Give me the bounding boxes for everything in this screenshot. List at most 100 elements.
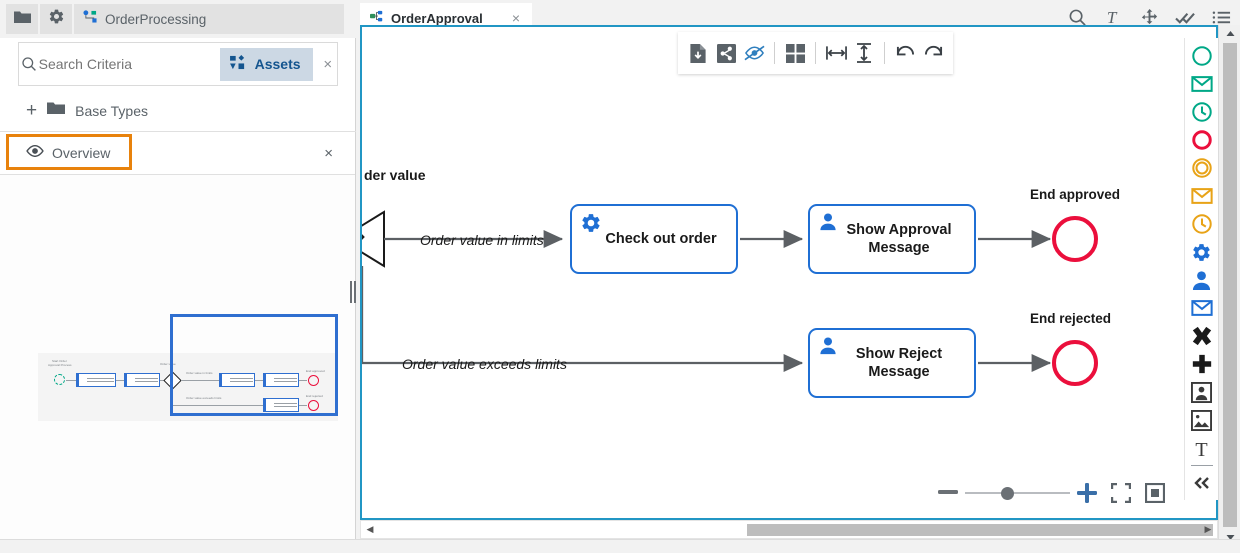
text-format-icon[interactable]: T — [1102, 4, 1124, 30]
scroll-right-arrow[interactable]: ▶ — [1204, 524, 1212, 534]
minimap-label: Approval Process — [48, 363, 72, 367]
project-icon — [83, 10, 98, 28]
bpmn-diagram — [362, 210, 1052, 372]
element-palette: T — [1184, 38, 1218, 500]
folder-button[interactable] — [6, 4, 38, 34]
minimap-task — [219, 373, 255, 387]
undo-icon[interactable] — [891, 37, 919, 69]
zoom-in-button[interactable] — [1070, 478, 1104, 508]
minimap-label: Order value — [160, 362, 176, 366]
zoom-slider-handle[interactable] — [1001, 487, 1014, 500]
diagram-canvas-container[interactable]: der value Order value in limits Order va… — [360, 25, 1218, 520]
horizontal-scrollbar[interactable]: ◀ ▶ — [360, 520, 1218, 539]
minimap[interactable]: Start Order Approval Process Order value — [38, 353, 338, 421]
end-event-label-rejected: End rejected — [1030, 311, 1112, 326]
project-tab[interactable]: OrderProcessing — [74, 4, 344, 34]
collapse-palette-icon[interactable] — [1187, 469, 1217, 497]
eye-icon — [26, 144, 44, 162]
start-message-event-icon[interactable] — [1187, 70, 1217, 98]
minimap-label: Start Order — [52, 359, 67, 363]
task-label: Check out order — [605, 231, 717, 247]
minimap-task — [124, 373, 160, 387]
distribute-vertical-icon[interactable] — [850, 37, 878, 69]
end-event-label-approved: End approved — [1030, 187, 1121, 202]
project-tab-label: OrderProcessing — [105, 11, 207, 27]
validate-icon[interactable] — [1174, 4, 1196, 30]
minimap-flow — [299, 380, 307, 381]
distribute-horizontal-icon[interactable] — [822, 37, 850, 69]
minimap-task — [76, 373, 116, 387]
send-task-icon[interactable] — [1187, 294, 1217, 322]
add-base-type-icon[interactable]: + — [26, 100, 38, 121]
service-task-icon[interactable] — [1187, 238, 1217, 266]
pool-icon[interactable] — [1187, 378, 1217, 406]
search-input[interactable] — [38, 56, 220, 72]
exclusive-gateway-icon[interactable] — [1187, 322, 1217, 350]
end-event-rejected[interactable] — [1052, 340, 1098, 386]
horizontal-scroll-thumb[interactable] — [747, 524, 1213, 536]
assets-button-label: Assets — [254, 56, 301, 72]
image-icon[interactable] — [1187, 406, 1217, 434]
task-check-out-order[interactable]: Check out order — [570, 204, 738, 274]
end-event-icon[interactable] — [1187, 126, 1217, 154]
minimap-end-event — [308, 375, 319, 386]
share-icon[interactable] — [712, 37, 740, 69]
left-panel: Assets × + Base Types Overview × Start O… — [0, 38, 356, 553]
close-icon[interactable]: × — [511, 10, 520, 26]
fit-screen-icon[interactable] — [1104, 478, 1138, 508]
actual-size-icon[interactable] — [1138, 478, 1172, 508]
intermediate-message-event-icon[interactable] — [1187, 182, 1217, 210]
zoom-controls — [931, 478, 1172, 508]
settings-button[interactable] — [40, 4, 72, 34]
flow-label-in-limits: Order value in limits — [420, 232, 544, 248]
scroll-up-arrow[interactable] — [1219, 25, 1240, 41]
export-file-icon[interactable] — [684, 37, 712, 69]
assets-filter-button[interactable]: Assets — [219, 47, 313, 81]
diagram-canvas[interactable]: der value Order value in limits Order va… — [362, 27, 1216, 518]
scroll-left-arrow[interactable]: ◀ — [366, 524, 374, 534]
minimap-label: End approved — [306, 369, 325, 373]
zoom-slider-track — [965, 492, 1070, 494]
text-annotation-icon[interactable]: T — [1187, 434, 1217, 462]
end-event-approved[interactable] — [1052, 216, 1098, 262]
folder-icon — [13, 10, 31, 29]
list-menu-icon[interactable] — [1210, 4, 1232, 30]
vertical-scrollbar[interactable] — [1218, 25, 1240, 545]
start-event-icon[interactable] — [1187, 42, 1217, 70]
move-icon[interactable] — [1138, 4, 1160, 30]
zoom-slider[interactable] — [965, 480, 1070, 506]
minimap-viewport[interactable] — [170, 314, 338, 416]
folder-icon — [47, 101, 66, 120]
start-timer-event-icon[interactable] — [1187, 98, 1217, 126]
grid-icon[interactable] — [781, 37, 809, 69]
search-icon[interactable] — [1066, 4, 1088, 30]
intermediate-timer-event-icon[interactable] — [1187, 210, 1217, 238]
hide-icon[interactable] — [740, 37, 768, 69]
clear-search-icon[interactable]: × — [323, 55, 333, 73]
diagram-float-toolbar — [678, 32, 953, 74]
search-icon — [19, 56, 39, 72]
intermediate-event-icon[interactable] — [1187, 154, 1217, 182]
status-bar — [0, 539, 1240, 553]
minimap-task — [263, 398, 299, 412]
redo-icon[interactable] — [919, 37, 947, 69]
parallel-gateway-icon[interactable] — [1187, 350, 1217, 378]
minimap-flow — [66, 380, 76, 381]
overview-close-icon[interactable]: × — [324, 145, 333, 162]
vertical-scroll-thumb[interactable] — [1223, 43, 1237, 527]
scroll-down-arrow[interactable] — [1219, 529, 1240, 545]
overview-body: Start Order Approval Process Order value — [0, 174, 355, 553]
minimap-end-event — [308, 400, 319, 411]
overview-label: Overview — [52, 145, 111, 161]
flow-label-exceeds-limits: Order value exceeds limits — [402, 356, 567, 372]
user-task-icon[interactable] — [1187, 266, 1217, 294]
zoom-out-button[interactable] — [931, 478, 965, 508]
vertical-splitter-handle[interactable] — [350, 281, 357, 303]
palette-divider — [1190, 465, 1213, 466]
base-types-row[interactable]: + Base Types — [0, 90, 356, 132]
